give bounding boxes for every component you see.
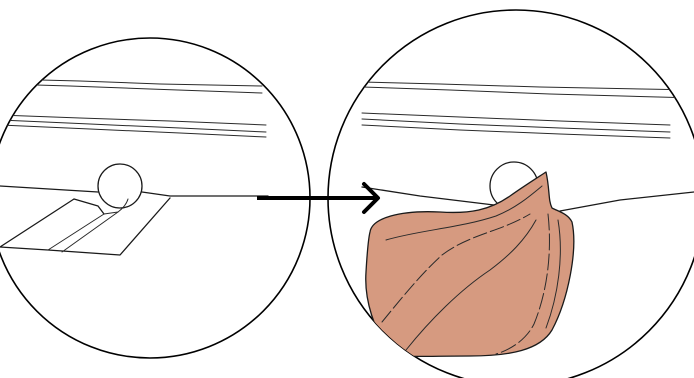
panel-after [328, 10, 694, 378]
